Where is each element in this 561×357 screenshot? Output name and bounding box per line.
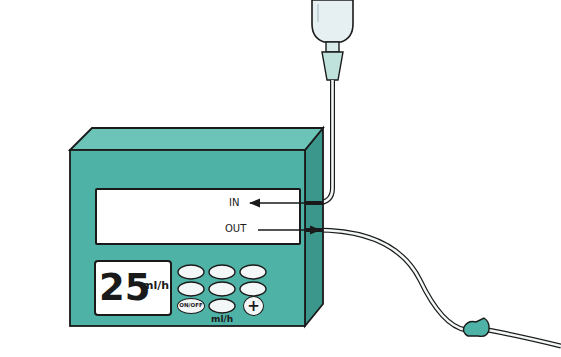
luer-connector <box>464 318 490 336</box>
pump-side-face <box>305 128 323 326</box>
rate-unit: ml/h <box>142 280 169 291</box>
unit-label: ml/h <box>211 315 233 324</box>
key-button <box>178 282 204 296</box>
pump-front-face <box>70 150 305 326</box>
key-button <box>178 265 204 279</box>
bag-shading <box>318 4 319 22</box>
inlet-port <box>305 201 323 205</box>
power-button: ON/OFF <box>177 298 205 314</box>
flow-window: IN OUT <box>95 188 301 245</box>
outlet-tube <box>316 230 466 330</box>
pump-top-face <box>70 128 323 150</box>
inlet-label: IN <box>229 198 239 208</box>
button-label: + <box>247 299 260 314</box>
button-label: ON/OFF <box>179 303 202 309</box>
outlet-tube-outline <box>316 230 466 330</box>
key-button <box>209 299 235 313</box>
key-button <box>209 265 235 279</box>
key-button <box>240 265 266 279</box>
infusion-bag <box>312 0 353 42</box>
key-button <box>209 282 235 296</box>
key-button <box>240 282 266 296</box>
outlet-port <box>305 228 323 232</box>
outflow-arrow <box>258 229 320 231</box>
patient-line-outline <box>488 330 561 346</box>
rate-display: 25ml/h <box>94 260 172 316</box>
patient-line <box>488 330 561 346</box>
plus-button: + <box>243 296 264 316</box>
inflow-arrow <box>250 202 318 204</box>
keypad <box>178 265 266 313</box>
spike-connector <box>326 42 339 52</box>
outlet-label: OUT <box>225 224 246 234</box>
drip-chamber <box>322 52 343 80</box>
